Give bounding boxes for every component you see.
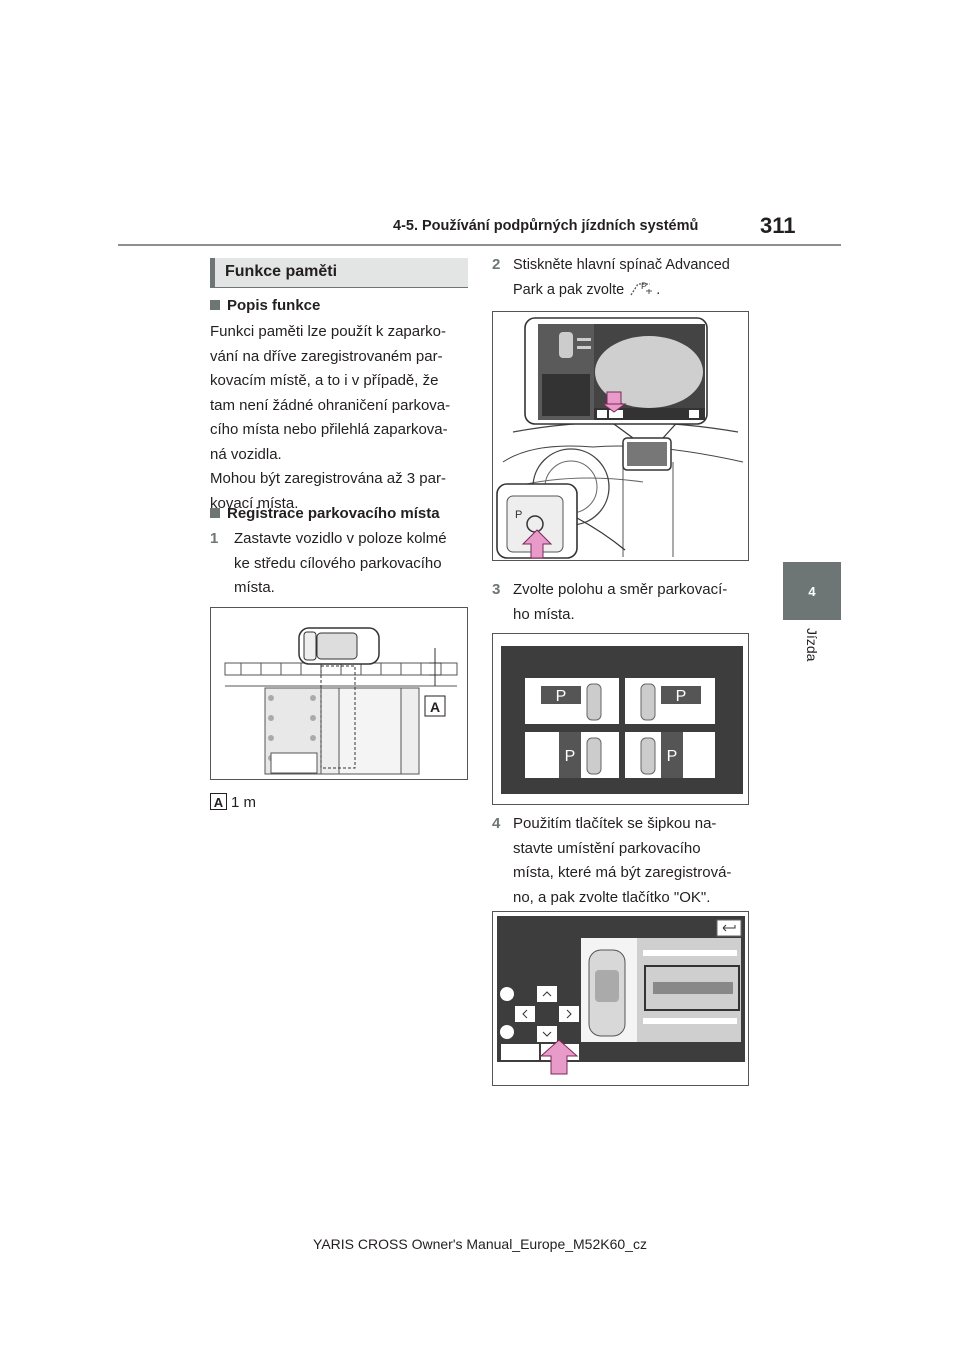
slot-p-label: P: [556, 688, 567, 705]
step-2: 2 Stiskněte hlavní spínač Advanced Park …: [492, 253, 762, 302]
position-adjust-screen: [492, 911, 749, 1086]
subheading-registration: Registrace parkovacího místa: [210, 505, 440, 522]
page-number: 311: [760, 213, 796, 238]
parking-diagram: A: [211, 608, 467, 779]
chapter-number: 4: [808, 583, 816, 599]
step-1: 1 Zastavte vozidlo v poloze kolmé ke stř…: [210, 527, 472, 601]
memory-icon-p: P: [641, 281, 647, 291]
step-number: 4: [492, 815, 501, 832]
header-rule: [118, 244, 841, 246]
slot-p-label: P: [565, 748, 576, 765]
paragraph-line: cího místa nebo přilehlá zaparkova-: [210, 421, 448, 438]
step-line: stavte umístění parkovacího: [513, 839, 701, 857]
paragraph-line: ná vozidla.: [210, 445, 282, 463]
subheading-description-text: Popis funkce: [227, 297, 321, 314]
step-line: Použitím tlačítek se šipkou na-: [513, 815, 717, 832]
caption-label-a: A: [210, 793, 227, 810]
footer-text: YARIS CROSS Owner's Manual_Europe_M52K60…: [313, 1236, 647, 1252]
section-heading: Funkce paměti: [210, 258, 468, 288]
running-header-section: 4-5. Používání podpůrných jízdních systé…: [393, 218, 699, 234]
step-line: Zvolte polohu a směr parkovací-: [513, 581, 728, 598]
paragraph-line: vání na dříve zaregistrovaném par-: [210, 347, 443, 365]
step-line: no, a pak zvolte tlačítko "OK".: [513, 888, 711, 906]
step-4: 4 Použitím tlačítek se šipkou na- stavte…: [492, 812, 762, 910]
step-line: ke středu cílového parkovacího: [234, 554, 442, 572]
step-line: Zastavte vozidlo v poloze kolmé: [234, 530, 447, 547]
parking-direction-diagram: P P P P: [493, 634, 748, 804]
step-3: 3 Zvolte polohu a směr parkovací- ho mís…: [492, 578, 762, 627]
chapter-tab-label: Jízda: [802, 628, 822, 688]
dashboard-illustration: P: [492, 311, 749, 561]
parking-position-illustration: A: [210, 607, 468, 780]
parking-direction-screen: P P P P: [492, 633, 749, 805]
label-a-marker: A: [430, 699, 440, 715]
chapter-label-text: Jízda: [804, 628, 820, 662]
step-number: 3: [492, 581, 501, 598]
subheading-registration-text: Registrace parkovacího místa: [227, 505, 440, 522]
caption-text: 1 m: [231, 794, 257, 811]
chapter-tab: 4: [783, 562, 841, 620]
step-line-end: .: [656, 281, 661, 298]
step-line: místa, které má být zaregistrová-: [513, 864, 732, 881]
step-line: Park a pak zvolte: [513, 281, 625, 298]
button-p-label: P: [515, 509, 522, 521]
step-line: Stiskněte hlavní spínač Advanced: [513, 257, 730, 273]
slot-p-label: P: [676, 688, 687, 705]
dashboard-diagram: P: [493, 312, 748, 560]
paragraph-line: kovacím místě, a to i v případě, že: [210, 372, 439, 389]
step-line: ho místa.: [513, 605, 575, 623]
step-line: místa.: [234, 579, 275, 596]
position-adjust-diagram: [493, 912, 748, 1085]
step-number: 2: [492, 256, 501, 273]
paragraph-line: Funkci paměti lze použít k zaparko-: [210, 323, 446, 340]
slot-p-label: P: [667, 748, 678, 765]
description-paragraph: Funkci paměti lze použít k zaparko- vání…: [210, 320, 472, 516]
subheading-description: Popis funkce: [210, 297, 320, 314]
memory-parking-icon: P: [630, 281, 653, 295]
paragraph-line: Mohou být zaregistrována až 3 par-: [210, 470, 446, 487]
paragraph-line: tam není žádné ohraničení parkova-: [210, 396, 451, 414]
step-number: 1: [210, 530, 219, 547]
